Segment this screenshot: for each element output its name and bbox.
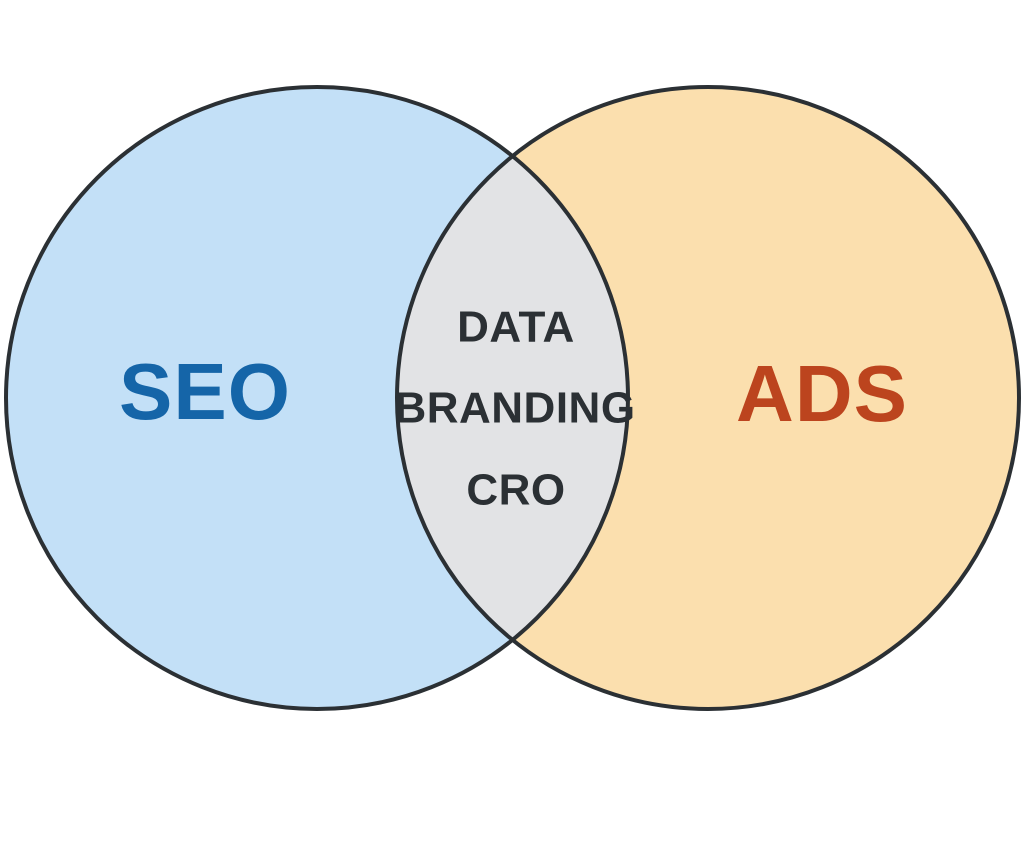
overlap-region[interactable] [6,87,628,709]
seo-label: SEO [119,347,291,436]
ads-circle-outline [395,85,1021,711]
seo-circle-outline [4,85,630,711]
overlap-lens [397,87,628,709]
overlap-label-cro: CRO [466,466,565,515]
ads-label: ADS [736,349,908,438]
overlap-label-branding: BRANDING [394,384,635,433]
overlap-label-data: DATA [457,303,575,352]
